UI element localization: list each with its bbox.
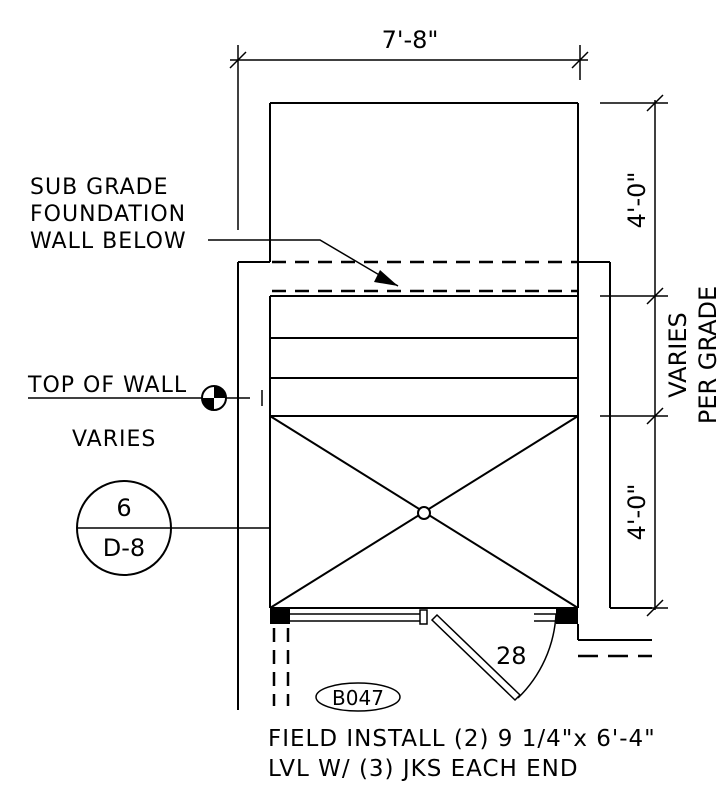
left-jamb-icon — [270, 608, 290, 624]
lower-walls — [272, 624, 652, 706]
right-lower-dimension-text: 4'-0" — [623, 484, 651, 541]
header-note-line1: FIELD INSTALL (2) 9 1/4"x 6'-4" — [268, 726, 656, 752]
right-middle-dimension-line1: VARIES — [664, 312, 692, 397]
section-callout-sheet: D-8 — [103, 534, 145, 562]
subgrade-foundation-wall — [270, 260, 578, 297]
stair-treads — [270, 337, 578, 417]
door-size-text: 28 — [496, 642, 527, 670]
top-of-wall-line2: VARIES — [72, 427, 156, 452]
door-swing: 28 — [430, 613, 557, 702]
subgrade-label-line1: SUB GRADE — [30, 175, 169, 200]
leader-arrow-icon — [374, 270, 398, 286]
section-callout-number: 6 — [116, 494, 131, 522]
subgrade-label-line3: WALL BELOW — [30, 229, 187, 254]
right-dimensions: 4'-0" VARIES PER GRADE 4'-0" — [600, 94, 722, 617]
subgrade-label: SUB GRADE FOUNDATION WALL BELOW — [30, 175, 399, 287]
header-note-line2: LVL W/ (3) JKS EACH END — [268, 756, 579, 782]
right-middle-dimension-line2: PER GRADE — [694, 286, 722, 424]
door-tag-text: B047 — [332, 686, 384, 710]
right-upper-dimension-text: 4'-0" — [623, 172, 651, 229]
top-of-wall-label: TOP OF WALL VARIES — [27, 373, 263, 452]
door-tag: B047 — [315, 682, 401, 712]
center-point-icon — [417, 506, 431, 520]
section-callout: 6 D-8 — [76, 480, 270, 576]
door-header — [270, 608, 578, 625]
right-jamb-icon — [556, 608, 578, 624]
floor-opening — [269, 415, 579, 609]
top-width-text: 7'-8" — [382, 26, 439, 54]
elevation-marker-icon — [201, 385, 227, 411]
upper-room — [269, 102, 579, 262]
outer-walls — [237, 261, 652, 710]
subgrade-label-line2: FOUNDATION — [30, 202, 186, 227]
top-of-wall-line1: TOP OF WALL — [27, 373, 187, 398]
top-width-dimension: 7'-8" — [229, 26, 589, 230]
header-note: FIELD INSTALL (2) 9 1/4"x 6'-4" LVL W/ (… — [268, 726, 656, 782]
